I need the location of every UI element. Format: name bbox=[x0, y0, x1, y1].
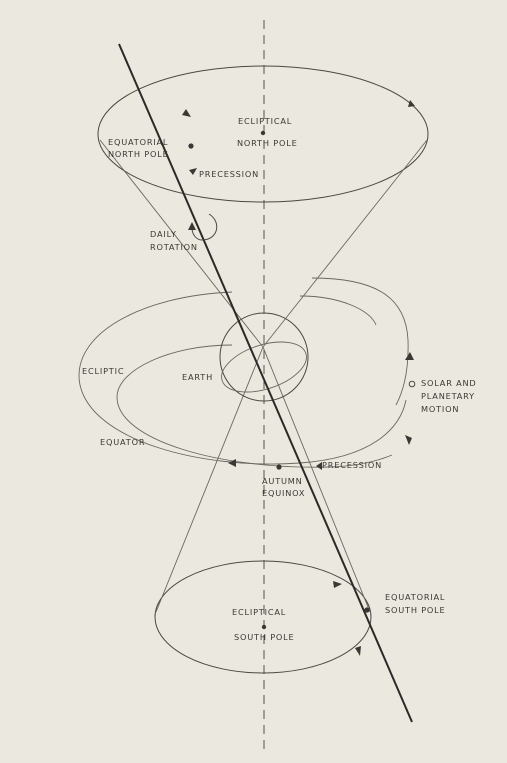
equator-ellipse bbox=[116, 344, 393, 468]
earth-globe bbox=[219, 312, 309, 402]
equatorial-south-pole-label-2: SOUTH POLE bbox=[385, 605, 446, 615]
south-circle-arrow-right bbox=[333, 581, 342, 588]
equator-ellipse-back bbox=[311, 277, 409, 406]
equatorial-south-pole-dot bbox=[364, 607, 370, 613]
equator-arrow bbox=[228, 459, 236, 467]
ecliptic-ellipse-back bbox=[299, 295, 377, 326]
south-circle-arrow-down bbox=[355, 646, 361, 656]
solar-motion-label-2: PLANETARY bbox=[421, 391, 475, 401]
equator-label: EQUATOR bbox=[100, 437, 145, 447]
autumn-equinox-label-2: EQUINOX bbox=[262, 488, 305, 498]
ecliptical-north-pole-label-1: ECLIPTICAL bbox=[238, 116, 292, 126]
ecliptical-north-pole-label-2: NORTH POLE bbox=[237, 138, 298, 148]
north-circle-arrow-right bbox=[408, 100, 415, 107]
solar-motion-marker-icon bbox=[408, 380, 416, 388]
precession-top-label: PRECESSION bbox=[199, 169, 259, 179]
daily-rotation-arrow bbox=[191, 213, 218, 241]
autumn-equinox-label-1: AUTUMN bbox=[262, 476, 303, 486]
labels: ECLIPTICAL NORTH POLE EQUATORIAL NORTH P… bbox=[82, 116, 477, 642]
precession-bottom-arrow bbox=[316, 462, 322, 470]
ecliptical-south-pole-label-1: ECLIPTICAL bbox=[232, 607, 286, 617]
daily-rotation-label-1: DAILY bbox=[150, 229, 177, 239]
precession-bottom-label: PRECESSION bbox=[322, 460, 382, 470]
lower-cone-left-edge bbox=[155, 346, 264, 613]
earth-sphere bbox=[219, 312, 309, 402]
ecliptic-ellipse bbox=[78, 291, 407, 465]
precession-top-arrow bbox=[189, 168, 197, 175]
daily-rotation-label-2: ROTATION bbox=[150, 242, 198, 252]
south-precession-cone bbox=[154, 346, 372, 674]
ecliptical-south-pole-dot bbox=[261, 624, 267, 630]
equatorial-north-pole-dot bbox=[188, 143, 194, 149]
daily-rotation-arrowhead bbox=[188, 222, 196, 230]
north-circle-arrow bbox=[182, 109, 191, 117]
equatorial-south-pole-label-1: EQUATORIAL bbox=[385, 592, 445, 602]
upper-cone-right-edge bbox=[262, 139, 428, 348]
earth-equator bbox=[221, 341, 307, 393]
south-precession-circle bbox=[154, 560, 372, 674]
solar-motion-label-3: MOTION bbox=[421, 404, 459, 414]
north-precession-circle bbox=[97, 65, 429, 203]
earth-label: EARTH bbox=[182, 372, 213, 382]
ecliptical-north-pole-dot bbox=[260, 130, 266, 136]
ecliptic-label: ECLIPTIC bbox=[82, 366, 124, 376]
lower-cone-right-edge bbox=[262, 346, 371, 613]
autumn-equinox-dot bbox=[276, 464, 282, 470]
solar-motion-arrow-up bbox=[405, 352, 414, 360]
solar-motion-arrow-down bbox=[405, 435, 412, 445]
equatorial-axis bbox=[118, 43, 413, 723]
equatorial-north-pole-label-1: EQUATORIAL bbox=[108, 137, 168, 147]
north-precession-cone bbox=[97, 65, 429, 348]
equatorial-north-pole-label-2: NORTH POLE bbox=[108, 149, 169, 159]
solar-motion-label-1: SOLAR AND bbox=[421, 378, 477, 388]
ecliptical-south-pole-label-2: SOUTH POLE bbox=[234, 632, 295, 642]
